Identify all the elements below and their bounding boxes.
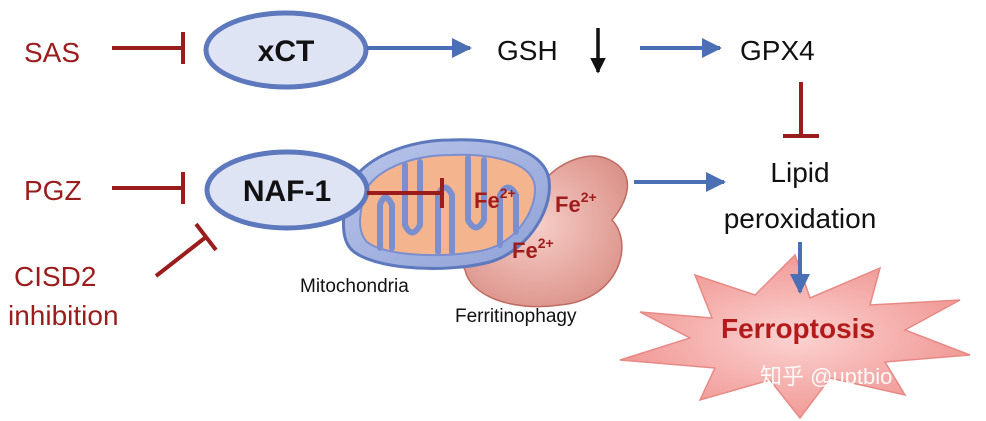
sas-label: SAS bbox=[24, 37, 80, 68]
cisd2-label-line1: CISD2 bbox=[14, 261, 96, 292]
fe2-label-ferritin-top: Fe2+ bbox=[555, 189, 597, 217]
fe2-label-ferritin-bottom: Fe2+ bbox=[512, 235, 554, 263]
xct-label: xCT bbox=[258, 35, 315, 68]
fe2-label-mitochondria: Fe2+ bbox=[474, 185, 516, 213]
pgz-inhibits-naf1 bbox=[112, 172, 185, 204]
mitochondria-organelle bbox=[341, 138, 551, 270]
ferroptosis-label: Ferroptosis bbox=[721, 313, 875, 344]
gpx4-label: GPX4 bbox=[740, 35, 815, 66]
ferritinophagy-label: Ferritinophagy bbox=[455, 306, 577, 327]
naf1-label: NAF-1 bbox=[243, 175, 331, 208]
pgz-label: PGZ bbox=[24, 175, 82, 206]
naf1-inhibits-mito-iron bbox=[367, 178, 444, 208]
ferroptosis-burst: Ferroptosis bbox=[619, 253, 971, 420]
mitochondria-label: Mitochondria bbox=[300, 276, 409, 297]
naf1-node: NAF-1 bbox=[204, 149, 370, 231]
watermark: 知乎 @uptbio bbox=[760, 364, 892, 389]
cisd2-label-line2: inhibition bbox=[8, 300, 119, 331]
gpx4-inhibits-lipid bbox=[783, 82, 819, 138]
cisd2-inhibits-naf1 bbox=[154, 222, 218, 278]
lipid-label-line2: peroxidation bbox=[724, 203, 877, 234]
xct-node: xCT bbox=[203, 10, 369, 90]
lipid-label-line1: Lipid bbox=[770, 157, 829, 188]
sas-inhibits-xct bbox=[112, 32, 185, 64]
gsh-label: GSH bbox=[497, 35, 558, 66]
